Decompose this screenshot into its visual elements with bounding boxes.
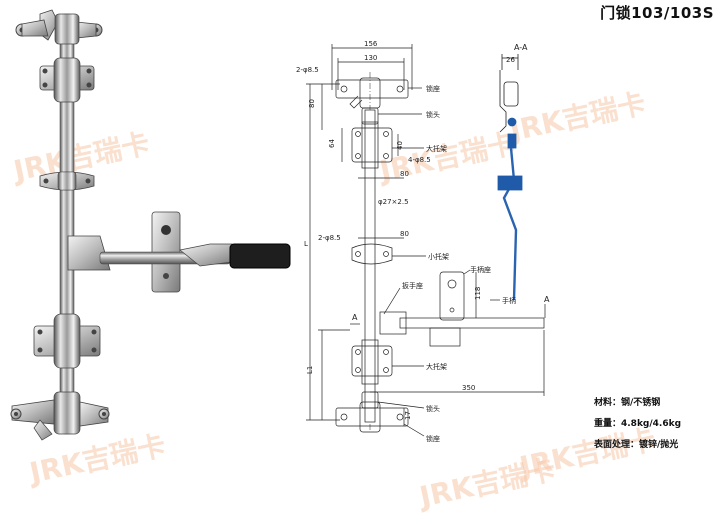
label-lock-head-top: 锁头	[426, 110, 440, 119]
dim-length-L: L	[304, 240, 308, 248]
section-mark-right: A	[544, 295, 550, 304]
page-title: 门锁103/103S	[600, 4, 714, 22]
label-lock-seat-bottom: 锁座	[426, 434, 440, 443]
spec-weight: 重量：4.8kg/4.6kg	[594, 419, 682, 429]
dim-hole-small: 2-φ8.5	[318, 234, 341, 242]
dim-top-width: 156	[364, 40, 378, 48]
spec-finish: 表面处理：镀锌/抛光	[594, 440, 679, 450]
dim-118: 118	[474, 287, 482, 300]
dim-pipe: φ27×2.5	[378, 198, 409, 206]
label-big-bracket-top: 大托架	[426, 144, 447, 153]
label-wrench-seat: 扳手座	[402, 281, 423, 290]
dim-64: 64	[328, 139, 336, 148]
dim-length-L1: L1	[306, 366, 314, 374]
small-bracket-upper	[39, 171, 95, 191]
product-photo	[10, 9, 291, 441]
label-handle: 手柄	[502, 296, 516, 305]
dim-17: 17	[404, 411, 412, 420]
label-small-bracket: 小托架	[428, 252, 449, 261]
section-dim: 26	[506, 56, 515, 64]
label-handle-seat: 手柄座	[470, 265, 491, 274]
dim-40: 40	[396, 141, 404, 150]
upper-big-bracket	[39, 57, 95, 103]
dim-80-left: 80	[308, 99, 316, 108]
handle-assembly	[67, 211, 291, 293]
section-label: A-A	[514, 43, 528, 52]
technical-drawing	[306, 44, 546, 437]
top-lock-seat	[15, 9, 103, 45]
label-lock-head-bottom: 锁头	[426, 404, 440, 413]
dim-80-a: 80	[400, 170, 409, 178]
section-mark-left: A	[352, 313, 358, 322]
spec-material: 材料：钢/不锈钢	[594, 398, 661, 408]
dim-hole-span: 130	[364, 54, 377, 62]
dim-80-b: 80	[400, 230, 409, 238]
dim-hole-mid: 4-φ8.5	[408, 156, 431, 164]
lower-big-bracket	[33, 313, 101, 369]
label-lock-seat-top: 锁座	[426, 84, 440, 93]
dim-350: 350	[462, 384, 475, 392]
spec-block: 材料：钢/不锈钢 重量：4.8kg/4.6kg 表面处理：镀锌/抛光	[594, 393, 681, 456]
section-view	[497, 54, 523, 301]
label-big-bracket-bottom: 大托架	[426, 362, 447, 371]
dim-hole-top: 2-φ8.5	[296, 66, 319, 74]
bottom-lock-seat	[10, 391, 110, 441]
